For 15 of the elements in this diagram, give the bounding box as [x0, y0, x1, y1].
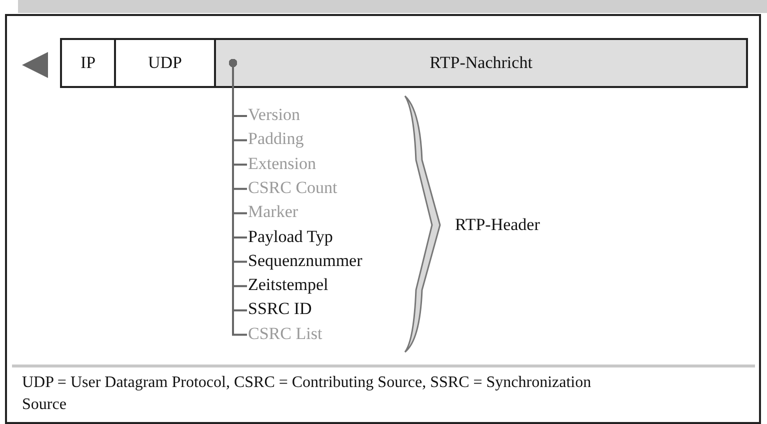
- header-field: Marker: [248, 202, 298, 222]
- header-field: Sequenznummer: [248, 250, 362, 271]
- packet-segment: RTP-Nachricht: [214, 38, 748, 88]
- header-field: Padding: [248, 129, 304, 150]
- header-field: Version: [248, 105, 300, 125]
- packet-segment: UDP: [114, 38, 216, 88]
- header-field: Zeitstempel: [248, 275, 328, 296]
- packet-segment: IP: [60, 38, 116, 88]
- header-field: CSRC List: [248, 324, 322, 344]
- header-field: SSRC ID: [248, 299, 312, 320]
- header-field: CSRC Count: [248, 178, 338, 198]
- header-field: Payload Typ: [248, 226, 333, 246]
- header-field: Extension: [248, 154, 316, 174]
- group-label: RTP-Header: [455, 215, 540, 235]
- footnote: UDP = User Datagram Protocol, CSRC = Contributing Source, SSRC = Synchronization Source: [22, 373, 592, 415]
